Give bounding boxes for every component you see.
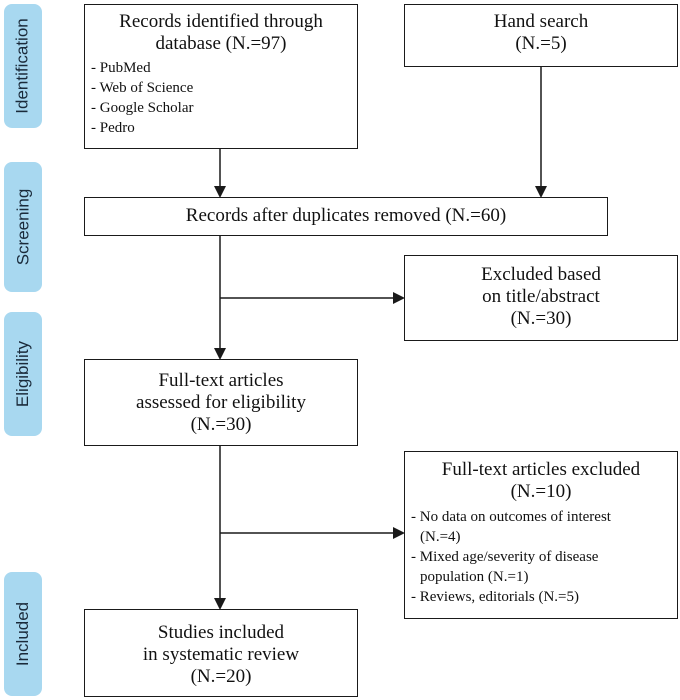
studies-included-line3: (N.=20): [190, 666, 252, 687]
records-identified-title: Records identified through database (N.=…: [85, 11, 357, 55]
stage-included: Included: [4, 572, 42, 696]
reason-mixed-age-count: population (N.=1): [420, 569, 529, 585]
hand-search-line1: Hand search: [493, 11, 589, 32]
hand-search-line2: (N.=5): [515, 33, 567, 54]
fulltext-assessed-line2: assessed for eligibility: [136, 392, 306, 413]
fulltext-excluded-line1: Full-text articles excluded: [441, 459, 641, 480]
source-google-scholar: - Google Scholar: [91, 100, 194, 116]
studies-included-line2: in systematic review: [142, 644, 300, 665]
fulltext-excluded-box: Full-text articles excluded (N.=10) - No…: [404, 451, 678, 619]
duplicates-removed-text: Records after duplicates removed (N.=60): [185, 205, 507, 226]
excluded-title-line1: Excluded based: [481, 264, 601, 285]
source-pedro: - Pedro: [91, 120, 135, 136]
source-pubmed: - PubMed: [91, 60, 151, 76]
excluded-title-line2: on title/abstract: [482, 286, 600, 307]
excluded-title-line3: (N.=30): [510, 308, 572, 329]
source-web-of-science: - Web of Science: [91, 80, 194, 96]
records-source-list: - PubMed - Web of Science - Google Schol…: [85, 58, 357, 138]
stage-screening: Screening: [4, 162, 42, 292]
reason-no-data: - No data on outcomes of interest: [411, 509, 611, 525]
fulltext-excluded-line2: (N.=10): [510, 481, 572, 502]
reason-mixed-age: - Mixed age/severity of disease: [411, 549, 599, 565]
fulltext-assessed-box: Full-text articles assessed for eligibil…: [84, 359, 358, 446]
records-identified-line2: database (N.=97): [155, 33, 287, 54]
fulltext-assessed-line3: (N.=30): [190, 414, 252, 435]
stage-identification: Identification: [4, 4, 42, 128]
records-identified-box: Records identified through database (N.=…: [84, 4, 358, 149]
fulltext-assessed-line1: Full-text articles: [158, 370, 284, 391]
studies-included-line1: Studies included: [157, 622, 285, 643]
reason-reviews: - Reviews, editorials (N.=5): [411, 589, 580, 605]
stage-eligibility: Eligibility: [4, 312, 42, 436]
hand-search-box: Hand search (N.=5): [404, 4, 678, 67]
reason-no-data-count: (N.=4): [420, 529, 461, 545]
records-identified-line1: Records identified through: [119, 11, 323, 32]
excluded-title-box: Excluded based on title/abstract (N.=30): [404, 255, 678, 341]
exclusion-reason-list: - No data on outcomes of interest (N.=4)…: [405, 507, 677, 607]
duplicates-removed-box: Records after duplicates removed (N.=60): [84, 197, 608, 236]
studies-included-box: Studies included in systematic review (N…: [84, 609, 358, 697]
